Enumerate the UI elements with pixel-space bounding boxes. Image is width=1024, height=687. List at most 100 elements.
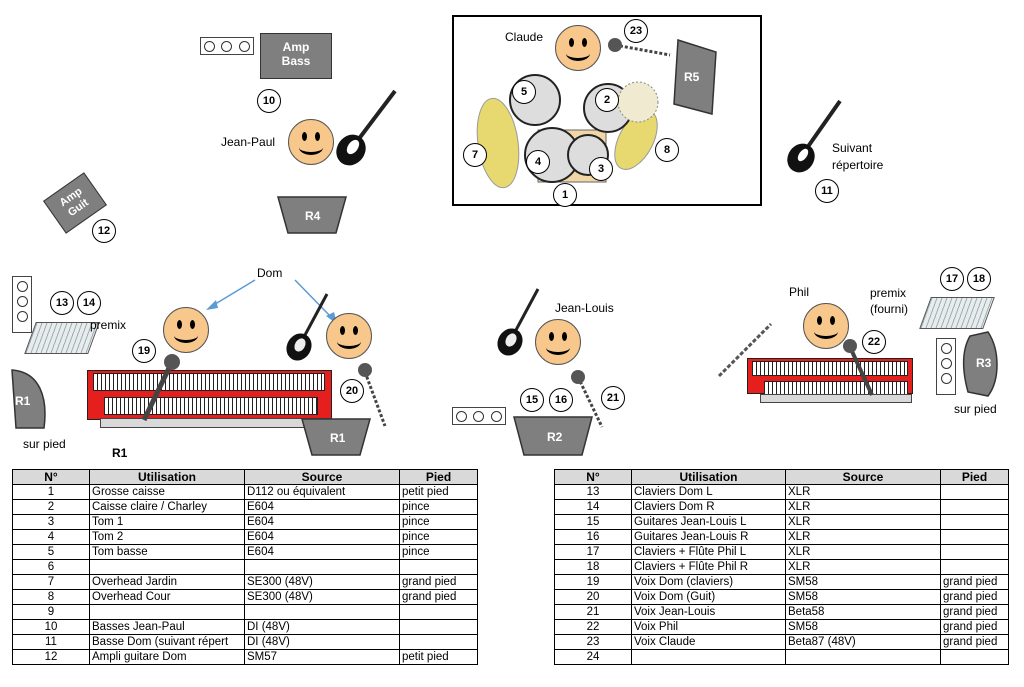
- cell-source: XLR: [785, 499, 941, 515]
- channel-number: 15: [520, 388, 544, 412]
- cell-utilisation: Voix Phil: [631, 619, 786, 635]
- cell-number: 21: [554, 604, 632, 620]
- cell-pied: grand pied: [940, 604, 1009, 620]
- label-r3: R3: [976, 356, 992, 370]
- cell-number: 7: [12, 574, 90, 590]
- wedge-r4: [277, 196, 347, 234]
- cell-pied: [399, 559, 478, 575]
- face-dom-guit: [326, 313, 372, 359]
- cell-number: 19: [554, 574, 632, 590]
- face-dom-keys: [163, 307, 209, 353]
- face-phil: [803, 303, 849, 349]
- cell-number: 3: [12, 514, 90, 530]
- col-header: Utilisation: [89, 469, 245, 485]
- cell-number: 23: [554, 634, 632, 650]
- cell-number: 5: [12, 544, 90, 560]
- cell-pied: petit pied: [399, 484, 478, 500]
- cell-pied: [940, 559, 1009, 575]
- cell-pied: [399, 634, 478, 650]
- cell-number: 11: [12, 634, 90, 650]
- cell-number: 15: [554, 514, 632, 530]
- cell-pied: [940, 529, 1009, 545]
- channel-number: 18: [967, 267, 991, 291]
- cell-source: DI (48V): [244, 634, 400, 650]
- amp-bass: Amp Bass: [260, 33, 332, 79]
- premix-left-mixer: [24, 322, 100, 354]
- drum-riser: [452, 15, 762, 206]
- cell-pied: pince: [399, 544, 478, 560]
- cell-utilisation: Claviers Dom L: [631, 484, 786, 500]
- cell-pied: [399, 604, 478, 620]
- cell-source: E604: [244, 529, 400, 545]
- cell-number: 10: [12, 619, 90, 635]
- cell-number: 9: [12, 604, 90, 620]
- cell-source: SM58: [785, 589, 941, 605]
- table-header-row: N° Utilisation Source Pied: [554, 469, 1009, 485]
- flute-icon: [717, 322, 773, 378]
- channel-number: 3: [589, 157, 613, 181]
- label-r1-bottom: R1: [112, 446, 128, 460]
- label-jean-louis: Jean-Louis: [555, 301, 614, 315]
- keyboard-dom-base: [100, 418, 332, 428]
- channel-number: 10: [257, 89, 281, 113]
- keys-dom-upper: [93, 373, 325, 391]
- cell-utilisation: Basses Jean-Paul: [89, 619, 245, 635]
- cell-source: XLR: [785, 559, 941, 575]
- channel-number: 11: [815, 179, 839, 203]
- cell-utilisation: Tom 1: [89, 514, 245, 530]
- col-header: Source: [785, 469, 941, 485]
- label-premix-right: premix (fourni): [870, 286, 909, 316]
- cell-utilisation: Basse Dom (suivant répert: [89, 634, 245, 650]
- cell-source: XLR: [785, 514, 941, 530]
- cell-number: 1: [12, 484, 90, 500]
- drum-kit: [476, 74, 659, 189]
- wedge-r1-left: [11, 369, 46, 429]
- cell-pied: grand pied: [940, 589, 1009, 605]
- cell-source: [785, 649, 941, 665]
- cell-source: [244, 559, 400, 575]
- channel-number: 23: [624, 19, 648, 43]
- channel-number: 8: [655, 138, 679, 162]
- cell-source: SE300 (48V): [244, 574, 400, 590]
- cell-number: 4: [12, 529, 90, 545]
- channel-number: 12: [92, 219, 116, 243]
- col-header: Pied: [399, 469, 478, 485]
- di-stack-right: [936, 338, 956, 395]
- cell-source: DI (48V): [244, 619, 400, 635]
- label-premix-left: premix: [90, 318, 127, 332]
- label-dom: Dom: [257, 266, 283, 280]
- cell-number: 8: [12, 589, 90, 605]
- label-sur-pied-left: sur pied: [23, 437, 66, 451]
- cell-utilisation: Tom 2: [89, 529, 245, 545]
- cell-pied: [940, 484, 1009, 500]
- label-sur-pied-right: sur pied: [954, 402, 997, 416]
- label-phil: Phil: [789, 285, 810, 299]
- channel-number: 22: [862, 330, 886, 354]
- channel-number: 5: [512, 80, 536, 104]
- wedge-r1: [301, 418, 371, 456]
- channel-number: 17: [940, 267, 964, 291]
- cell-pied: [940, 514, 1009, 530]
- cell-utilisation: Claviers Dom R: [631, 499, 786, 515]
- channel-number: 2: [595, 88, 619, 112]
- cell-source: SM57: [244, 649, 400, 665]
- channel-number: 19: [132, 339, 156, 363]
- wedge-r3: [963, 331, 998, 397]
- cell-utilisation: Claviers + Flûte Phil R: [631, 559, 786, 575]
- table-row: 6: [12, 559, 478, 575]
- label-r2: R2: [547, 430, 563, 444]
